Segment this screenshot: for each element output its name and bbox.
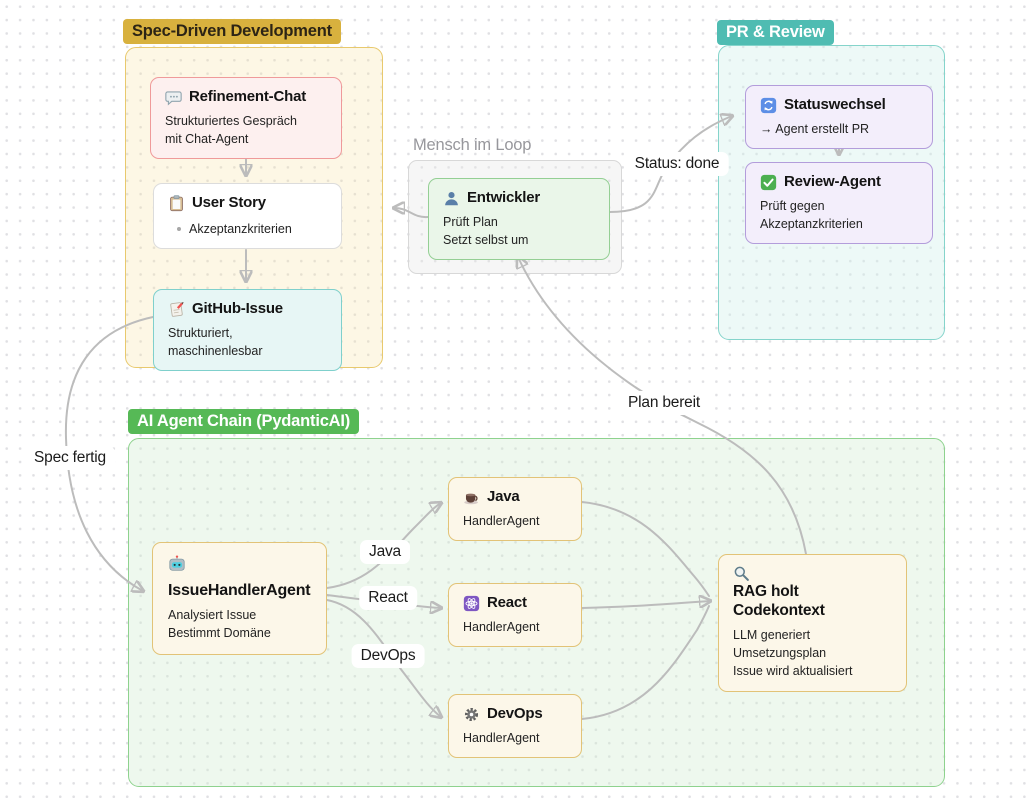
magnifier-icon [733, 565, 750, 582]
node-text-line: Akzeptanzkriterien [760, 217, 863, 232]
group-label-spec-driven-development: Spec-Driven Development [123, 19, 341, 44]
node-text-line: Prüft gegen [760, 199, 825, 213]
coffee-icon [463, 489, 480, 506]
node-text-line: HandlerAgent [463, 620, 540, 634]
node-title: Entwickler [467, 189, 541, 206]
node-text-line: Strukturiert, maschinenlesbar [168, 326, 263, 359]
group-label-ai-agent-chain: AI Agent Chain (PydanticAI) [128, 409, 360, 434]
node-statuswechsel[interactable]: Statuswechsel → Agent erstellt PR [745, 85, 933, 150]
edge-label-react: React [359, 586, 417, 610]
node-text-line: mit Chat-Agent [165, 132, 249, 147]
node-text-line: Strukturiertes Gespräch [165, 114, 297, 128]
react-icon [463, 595, 480, 612]
node-review-agent[interactable]: Review-Agent Prüft gegen Akzeptanzkriter… [745, 162, 933, 245]
robot-icon [168, 555, 186, 573]
node-text-line: HandlerAgent [463, 731, 540, 745]
node-title: Review-Agent [784, 173, 881, 190]
group-label-pr-review: PR & Review [717, 20, 834, 45]
node-text-line: LLM generiert Umsetzungsplan [733, 628, 827, 661]
node-title: User Story [192, 194, 266, 211]
node-user-story[interactable]: User Story Akzeptanzkriterien [153, 183, 342, 250]
edge-label-plan-bereit: Plan bereit [619, 391, 709, 415]
node-title: IssueHandlerAgent [168, 582, 311, 599]
node-title: RAG holt Codekontext [733, 583, 825, 619]
node-text-line: HandlerAgent [463, 514, 540, 528]
edge-label-spec-fertig: Spec fertig [25, 446, 115, 470]
node-text-line: → Agent erstellt PR [760, 122, 870, 136]
memo-icon [168, 301, 185, 318]
edge-label-java: Java [360, 540, 410, 564]
edge-label-devops: DevOps [351, 644, 425, 668]
node-react-handler[interactable]: React HandlerAgent [448, 583, 582, 648]
speech-bubble-icon [165, 89, 182, 106]
node-rag-codekontext[interactable]: RAG holt Codekontext LLM generiert Umset… [718, 554, 907, 692]
node-entwickler[interactable]: Entwickler Prüft Plan Setzt selbst um [428, 178, 610, 261]
node-title: Statuswechsel [784, 96, 886, 113]
person-icon [443, 190, 460, 207]
node-refinement-chat[interactable]: Refinement-Chat Strukturiertes Gespräch … [150, 77, 342, 160]
node-title: GitHub-Issue [192, 300, 283, 317]
edge-label-status-done: Status: done [625, 152, 729, 176]
node-issue-handler-agent[interactable]: IssueHandlerAgent Analysiert Issue Besti… [152, 542, 327, 656]
node-title: React [487, 594, 527, 611]
node-text-line: Issue wird aktualisiert [733, 664, 853, 679]
node-devops-handler[interactable]: DevOps HandlerAgent [448, 694, 582, 759]
node-java-handler[interactable]: Java HandlerAgent [448, 477, 582, 542]
bullet-dot [177, 227, 181, 232]
node-text-line: Analysiert Issue [168, 608, 257, 623]
check-icon [760, 174, 777, 191]
node-text-line: Setzt selbst um [443, 233, 529, 248]
node-github-issue[interactable]: GitHub-Issue Strukturiert, maschinenlesb… [153, 289, 342, 372]
node-title: Java [487, 488, 520, 505]
node-text-line: Prüft Plan [443, 215, 498, 229]
node-text-line: Akzeptanzkriterien [189, 222, 292, 236]
refresh-icon [760, 97, 777, 114]
gear-icon [463, 706, 480, 723]
clipboard-icon [168, 194, 185, 212]
group-label-mensch-im-loop: Mensch im Loop [413, 136, 532, 154]
node-text-line: Bestimmt Domäne [168, 626, 271, 641]
node-title: Refinement-Chat [189, 88, 307, 105]
node-title: DevOps [487, 705, 543, 722]
